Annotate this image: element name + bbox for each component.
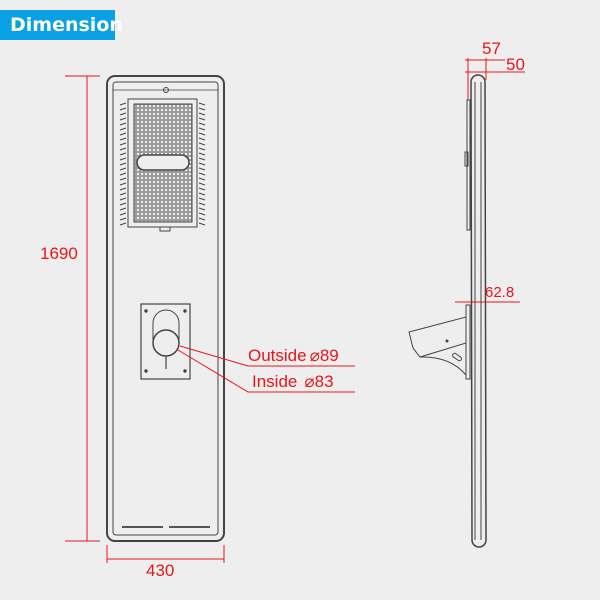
fin-line: [119, 177, 127, 181]
fin-line: [198, 167, 206, 171]
fin-line: [119, 152, 127, 156]
front-dimension-lines: [65, 75, 355, 563]
fin-line: [119, 122, 127, 126]
fin-line: [198, 202, 206, 206]
fin-line: [198, 177, 206, 181]
led-module: [127, 98, 198, 232]
fin-line: [198, 207, 206, 211]
fin-line: [198, 102, 206, 106]
fin-line: [198, 197, 206, 201]
fin-line: [119, 187, 127, 191]
fin-line: [198, 157, 206, 161]
height-dimension-label: 1690: [40, 244, 78, 263]
fin-line: [198, 182, 206, 186]
fin-line: [198, 107, 206, 111]
fin-line: [198, 142, 206, 146]
fin-line: [198, 222, 206, 226]
fin-line: [119, 197, 127, 201]
bracket-offset-label: 62.8: [485, 284, 514, 301]
fin-line: [119, 217, 127, 221]
fin-line: [119, 127, 127, 131]
fin-line: [119, 162, 127, 166]
front-view: [106, 75, 225, 542]
fin-line: [198, 172, 206, 176]
fin-line: [119, 157, 127, 161]
pole-bracket: [408, 304, 471, 380]
outside-diameter-label: Outside⌀89: [248, 346, 339, 365]
fin-line: [119, 137, 127, 141]
fin-line: [198, 147, 206, 151]
width-dimension-label: 430: [146, 561, 174, 580]
fin-line: [119, 117, 127, 121]
body-depth-label: 50: [506, 55, 525, 74]
fin-line: [198, 112, 206, 116]
fin-line: [198, 122, 206, 126]
fin-line: [198, 152, 206, 156]
section-title-badge: Dimension: [0, 10, 123, 40]
fin-line: [198, 192, 206, 196]
fin-line: [198, 162, 206, 166]
fin-line: [119, 112, 127, 116]
mount-bracket-plate: [140, 303, 191, 380]
fin-line: [198, 212, 206, 216]
fin-line: [198, 137, 206, 141]
fin-line: [119, 192, 127, 196]
fin-line: [119, 222, 127, 226]
fin-line: [119, 107, 127, 111]
fin-line: [198, 127, 206, 131]
fin-line: [198, 217, 206, 221]
fin-line: [119, 182, 127, 186]
fin-line: [119, 212, 127, 216]
inside-diameter-label: Inside⌀83: [252, 372, 334, 391]
fin-line: [198, 187, 206, 191]
fin-line: [119, 202, 127, 206]
fin-line: [198, 132, 206, 136]
fin-line: [119, 102, 127, 106]
fin-line: [119, 142, 127, 146]
heat-fins: [119, 102, 206, 226]
fin-line: [198, 117, 206, 121]
fin-line: [119, 132, 127, 136]
fin-line: [119, 207, 127, 211]
fin-line: [119, 172, 127, 176]
fin-line: [119, 167, 127, 171]
side-dimension-lines: [455, 58, 525, 303]
fin-line: [119, 147, 127, 151]
total-depth-label: 57: [482, 39, 501, 58]
side-view: [408, 74, 487, 548]
